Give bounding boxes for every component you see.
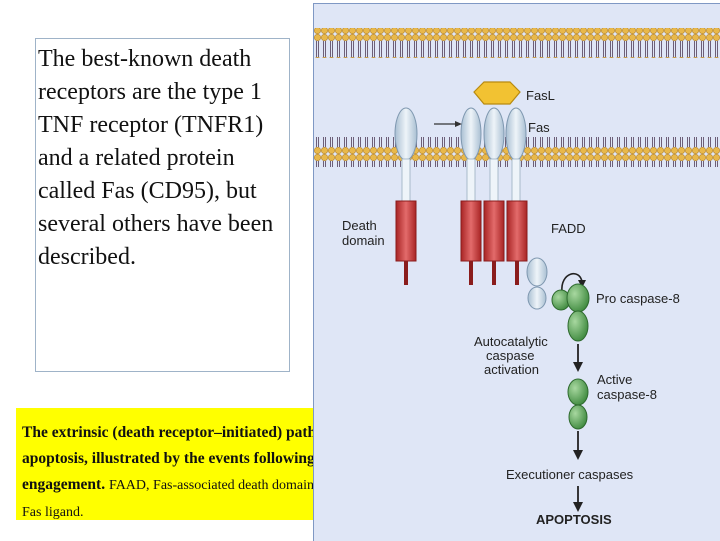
fadd-molecule-lower bbox=[527, 286, 547, 310]
curved-arrow-icon bbox=[561, 272, 583, 293]
fadd-molecule-upper bbox=[526, 257, 548, 287]
pathway-diagram: FasL Fas Death domain FADD Pro caspase-8… bbox=[314, 28, 720, 527]
caption-bold-text: The extrinsic (death receptor–initiated)… bbox=[22, 424, 360, 493]
description-textbox: The best-known death receptors are the t… bbox=[35, 38, 290, 372]
label-fadd: FADD bbox=[551, 221, 586, 236]
label-pro-caspase: Pro caspase-8 bbox=[596, 291, 680, 306]
arrow-down-head-icon bbox=[573, 362, 583, 372]
label-fasl: FasL bbox=[526, 88, 555, 103]
label-fas: Fas bbox=[528, 120, 550, 135]
single-death-domain bbox=[395, 200, 417, 262]
label-autocatalytic-1: Autocatalytic bbox=[474, 334, 548, 349]
label-death-2: domain bbox=[342, 233, 385, 248]
outer-membrane-layer bbox=[314, 28, 720, 58]
active-caspase-upper bbox=[567, 378, 589, 406]
active-caspase-lower bbox=[568, 404, 588, 430]
pro-caspase-lower bbox=[567, 310, 589, 342]
arrow-down-2-head-icon bbox=[573, 450, 583, 460]
arrow-down-3-head-icon bbox=[573, 502, 583, 512]
label-autocatalytic-3: activation bbox=[484, 362, 539, 377]
single-receptor-stem bbox=[401, 158, 411, 202]
label-executioner: Executioner caspases bbox=[506, 467, 634, 482]
single-receptor-tail bbox=[404, 261, 408, 285]
caption-plain-text: FAAD, Fas-associated death domain; Fas.L… bbox=[22, 478, 357, 520]
single-receptor-head bbox=[394, 107, 418, 161]
apoptosis-pathway-figure: FasL Fas Death domain FADD Pro caspase-8… bbox=[313, 3, 720, 541]
label-active-1: Active bbox=[597, 372, 632, 387]
fas-pointer-arrow-head-icon bbox=[455, 121, 462, 127]
pro-caspase-upper bbox=[566, 283, 590, 313]
label-death-1: Death bbox=[342, 218, 377, 233]
label-autocatalytic-2: caspase bbox=[486, 348, 534, 363]
label-active-2: caspase-8 bbox=[597, 387, 657, 402]
fasl-ligand bbox=[473, 81, 521, 105]
description-text: The best-known death receptors are the t… bbox=[38, 46, 274, 270]
label-apoptosis: APOPTOSIS bbox=[536, 512, 612, 527]
curved-arrow-head-icon bbox=[578, 280, 586, 288]
receptor-trimer bbox=[460, 107, 528, 285]
